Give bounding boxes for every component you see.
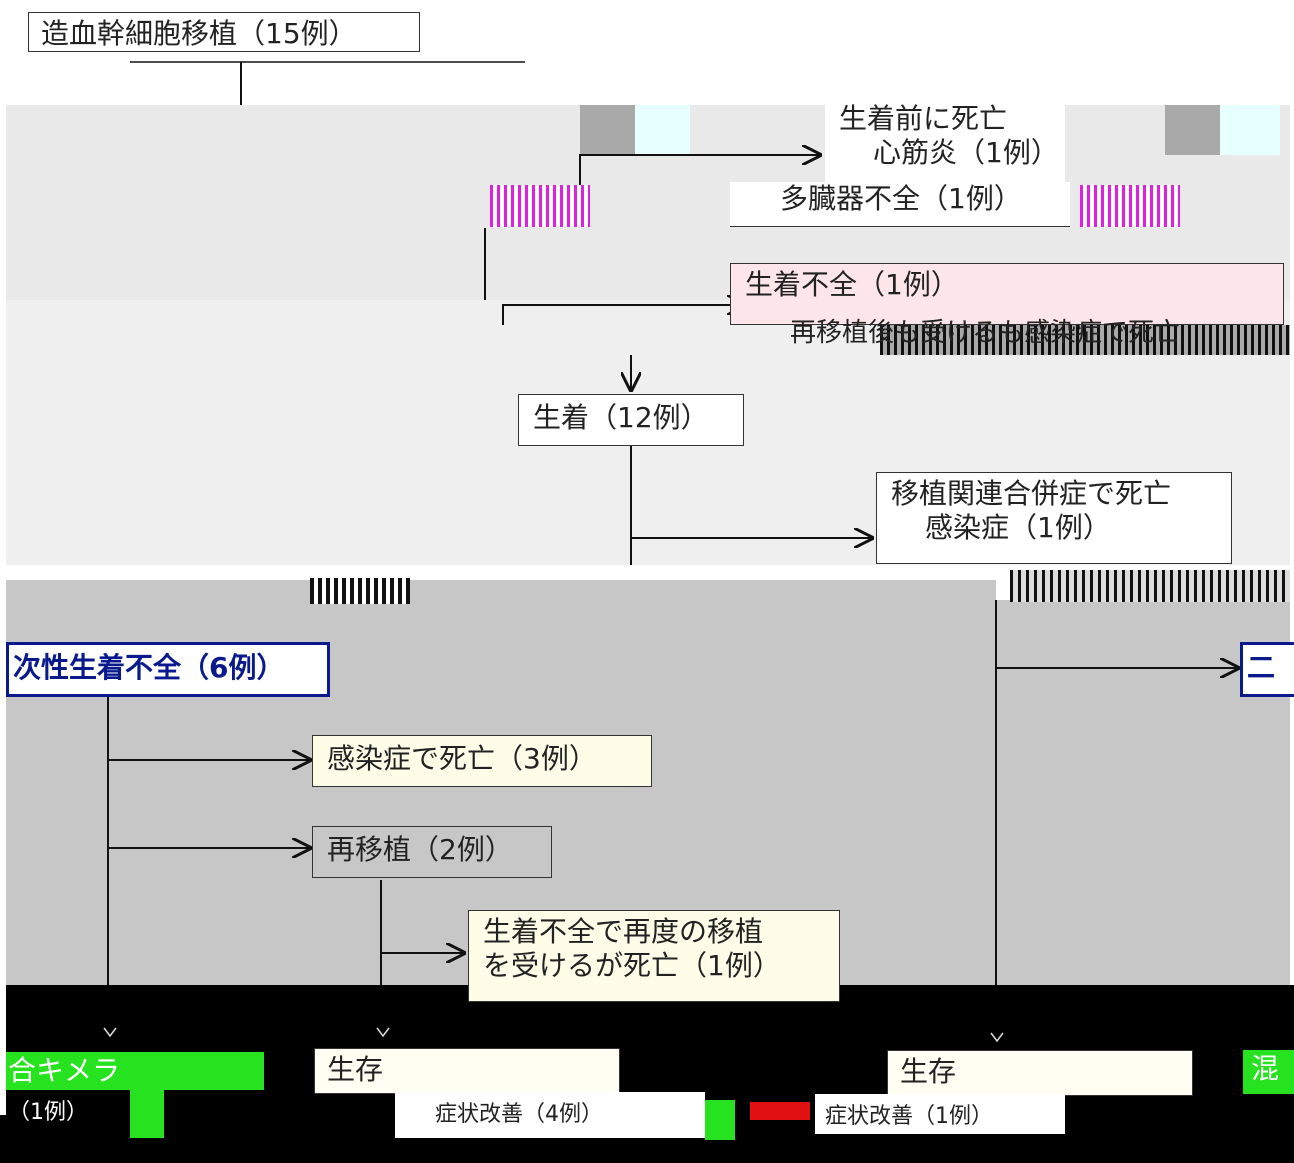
secondary-right-box: 二 [1240, 642, 1294, 697]
survive-right-detail: 症状改善（1例） [815, 1094, 1065, 1134]
survive-right-box: 生存 [887, 1050, 1193, 1096]
early-death-box: 生着前に死亡 心筋炎（1例） [825, 100, 1065, 185]
glitch-stripes [1080, 185, 1180, 227]
retransplant-box: 再移植（2例） [312, 826, 552, 878]
survive-mid-text: 生存 [327, 1053, 384, 1086]
engraftment-box: 生着（12例） [518, 394, 744, 446]
graft-failure-heading: 生着不全（1例） [745, 268, 959, 301]
secondary-right-text: 二 [1247, 651, 1276, 684]
mixed-chimera-right-text: 混 [1251, 1052, 1280, 1085]
early-death-item-2: 多臓器不全（1例） [780, 182, 1022, 215]
trm-death-item-1: 感染症（1例） [925, 510, 1111, 544]
infection-death-box: 感染症で死亡（3例） [312, 735, 652, 787]
mixed-chimera-left-box: 合キメラ [6, 1052, 264, 1090]
early-death-heading: 生着前に死亡 [839, 102, 1008, 135]
glitch-block [1220, 105, 1280, 155]
early-death-item-1: 心筋炎（1例） [873, 135, 1059, 169]
secondary-failure-box: 次性生着不全（6例） [6, 642, 330, 697]
retransplant-death-line-1: 生着不全で再度の移植 [483, 915, 764, 948]
glitch-stripes [880, 325, 1290, 355]
green-fragment [130, 1090, 164, 1138]
survive-right-detail-text: 症状改善（1例） [825, 1104, 993, 1129]
glitch-stripes [490, 185, 590, 227]
title-text: 造血幹細胞移植（15例） [41, 17, 357, 50]
early-death-item-2-box: 多臓器不全（1例） [730, 182, 1070, 227]
glitch-block [1165, 105, 1220, 155]
title-box: 造血幹細胞移植（15例） [28, 12, 420, 52]
mixed-chimera-left-count: （1例） [8, 1094, 88, 1126]
glitch-stripes [1010, 570, 1290, 602]
red-fragment [750, 1102, 810, 1120]
survive-mid-box: 生存 [314, 1048, 620, 1094]
secondary-failure-text: 次性生着不全（6例） [13, 651, 285, 684]
trm-death-box: 移植関連合併症で死亡 感染症（1例） [876, 472, 1232, 564]
survive-mid-detail: 症状改善（4例） [395, 1092, 705, 1138]
retransplant-death-line-2: を受けるが死亡（1例） [483, 948, 781, 982]
green-fragment [705, 1100, 735, 1140]
glitch-block [635, 105, 690, 155]
graft-failure-sub: 再移植後も受けるも感染症で死亡 [790, 318, 1181, 348]
mixed-chimera-left-text: 合キメラ [8, 1054, 121, 1087]
retransplant-text: 再移植（2例） [327, 833, 513, 866]
survive-mid-detail-text: 症状改善（4例） [435, 1102, 603, 1127]
engraftment-text: 生着（12例） [533, 401, 709, 434]
glitch-stripes [310, 578, 410, 604]
infection-death-text: 感染症で死亡（3例） [327, 742, 597, 775]
survive-right-text: 生存 [900, 1055, 957, 1088]
graft-failure-box: 生着不全（1例） [730, 263, 1284, 325]
mixed-chimera-right-box: 混 [1243, 1050, 1294, 1094]
glitch-block [580, 105, 635, 155]
trm-death-heading: 移植関連合併症で死亡 [891, 477, 1172, 510]
retransplant-death-box: 生着不全で再度の移植 を受けるが死亡（1例） [468, 910, 840, 1002]
